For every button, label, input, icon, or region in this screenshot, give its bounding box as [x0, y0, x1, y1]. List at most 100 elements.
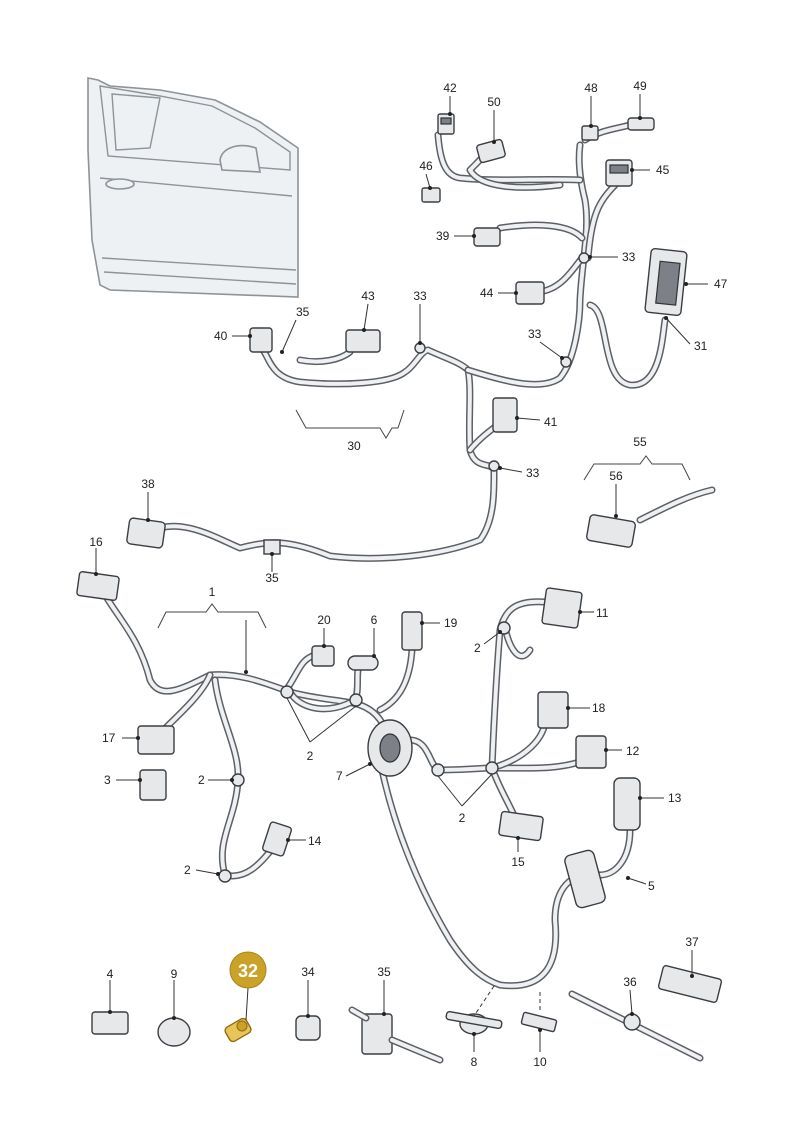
label-2e: 2 [184, 863, 191, 877]
brace-1 [157, 603, 267, 629]
clip-2b1 [280, 685, 294, 699]
connector-43 [345, 329, 381, 353]
connector-38 [126, 517, 166, 549]
door-illustration [87, 77, 299, 298]
label-8: 8 [471, 1055, 478, 1069]
label-19: 19 [444, 616, 458, 630]
connector-48 [581, 125, 599, 141]
seal-5 [564, 849, 606, 909]
label-7: 7 [336, 769, 343, 783]
label-6: 6 [371, 613, 378, 627]
label-14: 14 [308, 834, 322, 848]
label-46: 46 [419, 159, 433, 173]
label-2d: 2 [459, 811, 466, 825]
brace-55 [583, 455, 691, 481]
clip-9 [157, 1017, 191, 1047]
label-2a: 2 [474, 641, 481, 655]
seal-13 [613, 777, 641, 831]
connector-3 [139, 769, 167, 801]
connector-56 [586, 514, 636, 548]
label-20: 20 [317, 613, 331, 627]
label-9: 9 [171, 967, 178, 981]
clip-2c1 [431, 763, 445, 777]
label-31: 31 [694, 339, 708, 353]
connector-50 [476, 138, 506, 164]
clip-33c [560, 356, 572, 368]
label-36: 36 [623, 975, 637, 989]
label-2c: 2 [198, 773, 205, 787]
label-35b: 35 [265, 571, 279, 585]
connector-39 [473, 227, 501, 247]
connector-41 [492, 397, 518, 433]
label-35c: 35 [377, 965, 391, 979]
brace-30 [295, 409, 405, 439]
label-33a: 33 [622, 250, 636, 264]
clip-35b [263, 539, 281, 555]
label-45: 45 [656, 163, 670, 177]
connector-19 [401, 611, 423, 651]
clip-36 [623, 1013, 641, 1031]
label-3: 3 [104, 773, 111, 787]
label-18: 18 [592, 701, 606, 715]
label-39: 39 [436, 229, 450, 243]
connector-40 [249, 327, 273, 353]
connector-18 [537, 691, 569, 729]
clip-34 [295, 1015, 321, 1041]
label-5: 5 [648, 879, 655, 893]
label-43: 43 [361, 289, 375, 303]
clip-33a [578, 252, 590, 264]
label-1: 1 [209, 585, 216, 599]
label-33d: 33 [526, 466, 540, 480]
connector-16 [76, 571, 120, 601]
label-35a: 35 [296, 305, 310, 319]
label-2b: 2 [307, 749, 314, 763]
bracket-37 [657, 965, 723, 1003]
label-30: 30 [347, 439, 361, 453]
clip-2e [218, 869, 232, 883]
cap-6 [347, 655, 379, 671]
label-50: 50 [487, 95, 501, 109]
clip-4 [91, 1011, 129, 1035]
clip-2c2 [485, 761, 499, 775]
label-44: 44 [480, 286, 494, 300]
label-49: 49 [633, 79, 647, 93]
connector-49 [627, 117, 655, 131]
connector-15 [498, 810, 544, 842]
label-13: 13 [668, 791, 682, 805]
clip-10 [520, 1011, 558, 1033]
label-56: 56 [609, 469, 623, 483]
connector-17 [137, 725, 175, 755]
label-37: 37 [685, 935, 699, 949]
connector-14 [261, 821, 293, 857]
label-42: 42 [443, 81, 457, 95]
middle-harness [146, 466, 716, 562]
connector-11 [541, 587, 583, 629]
parts [76, 113, 723, 1064]
label-41: 41 [544, 415, 558, 429]
label-12: 12 [626, 744, 640, 758]
clip-33d [488, 460, 500, 472]
label-32: 32 [238, 961, 258, 981]
highlight-callout-32[interactable]: 32 [229, 951, 267, 1021]
lower-harness [101, 591, 634, 990]
connector-20 [311, 645, 335, 667]
label-34: 34 [301, 965, 315, 979]
connector-12 [575, 735, 607, 769]
label-16: 16 [89, 535, 103, 549]
bracket-35c [361, 1013, 393, 1055]
label-17: 17 [102, 731, 116, 745]
label-48: 48 [584, 81, 598, 95]
label-55: 55 [633, 435, 647, 449]
label-4: 4 [107, 967, 114, 981]
label-33c: 33 [528, 327, 542, 341]
upper-harness [258, 121, 669, 474]
label-40: 40 [214, 329, 228, 343]
label-38: 38 [141, 477, 155, 491]
clip-2b2 [349, 693, 363, 707]
connector-46 [421, 187, 441, 203]
callout-labels: 42 50 48 49 46 45 39 33 47 44 43 33 [89, 79, 727, 1069]
label-33b: 33 [413, 289, 427, 303]
connector-44 [515, 281, 545, 305]
clip-32 [224, 1017, 252, 1043]
